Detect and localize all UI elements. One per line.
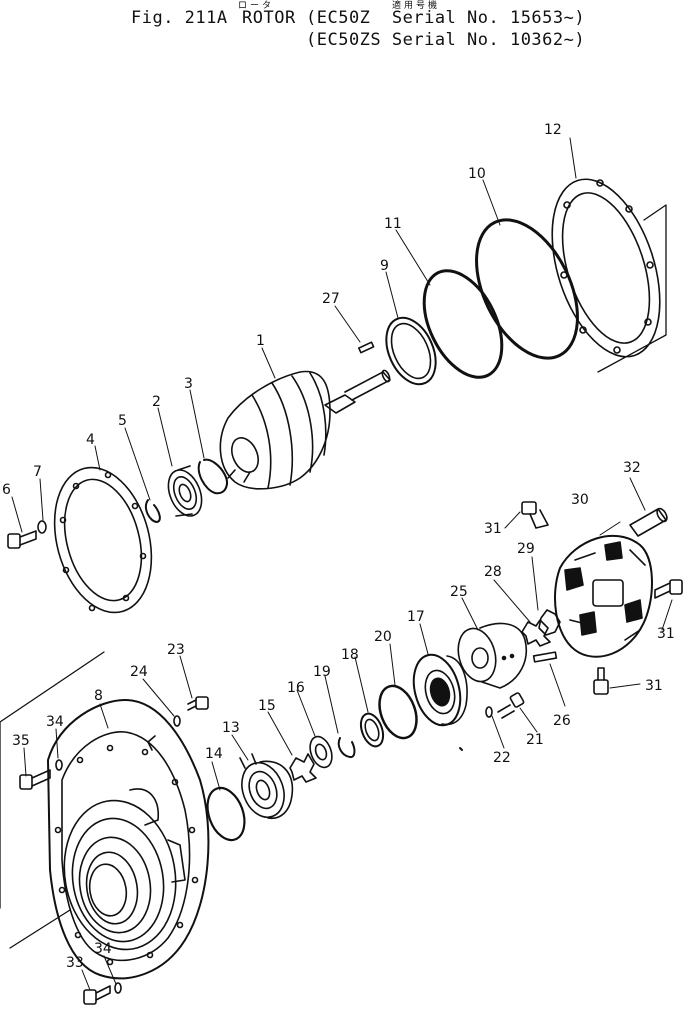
figure-label: Fig. 211A bbox=[131, 8, 228, 28]
callout-27: 27 bbox=[322, 291, 340, 307]
lock-washer-15 bbox=[289, 753, 317, 783]
bolt-35 bbox=[19, 769, 51, 790]
washer-22 bbox=[485, 706, 493, 718]
callout-7: 7 bbox=[33, 464, 42, 480]
callout-22: 22 bbox=[493, 750, 511, 766]
key-27 bbox=[358, 341, 375, 354]
washer-34-a bbox=[55, 759, 63, 771]
callout-28: 28 bbox=[484, 564, 502, 580]
dot-mark bbox=[459, 747, 463, 751]
callout-33: 33 bbox=[66, 955, 84, 971]
snap-ring-19 bbox=[337, 737, 356, 759]
callout-26: 26 bbox=[553, 713, 571, 729]
bolt-21 bbox=[497, 692, 525, 719]
bearing-13 bbox=[239, 753, 294, 820]
coupling-30 bbox=[554, 535, 653, 658]
bolt-31-c bbox=[593, 667, 609, 695]
callout-18: 18 bbox=[341, 647, 359, 663]
callout-31-c: 31 bbox=[645, 678, 663, 694]
snap-ring-5 bbox=[144, 499, 161, 523]
bolt-31-a bbox=[521, 501, 549, 529]
callout-3: 3 bbox=[184, 376, 193, 392]
callout-32: 32 bbox=[623, 460, 641, 476]
callout-17: 17 bbox=[407, 609, 425, 625]
callout-15: 15 bbox=[258, 698, 276, 714]
lock-washer-29 bbox=[538, 609, 561, 636]
callout-11: 11 bbox=[384, 216, 402, 232]
snap-ring-9 bbox=[385, 316, 437, 386]
callout-20: 20 bbox=[374, 629, 392, 645]
housing-bracket-upper bbox=[597, 204, 667, 373]
callout-35: 35 bbox=[12, 733, 30, 749]
callout-30: 30 bbox=[571, 492, 589, 508]
oring-14 bbox=[206, 786, 246, 842]
rotor-1 bbox=[219, 369, 391, 490]
callout-21: 21 bbox=[526, 732, 544, 748]
callout-34-b: 34 bbox=[94, 941, 112, 957]
spacer-25 bbox=[457, 622, 527, 689]
bolt-23 bbox=[187, 696, 209, 711]
callout-6: 6 bbox=[2, 482, 11, 498]
callout-13: 13 bbox=[222, 720, 240, 736]
snap-ring-3 bbox=[197, 458, 228, 495]
bolt-31-b bbox=[654, 579, 683, 599]
lock-washer-28 bbox=[521, 619, 551, 647]
bolt-33 bbox=[83, 985, 111, 1005]
callout-16: 16 bbox=[287, 680, 305, 696]
callout-12: 12 bbox=[544, 122, 562, 138]
retainer-17 bbox=[412, 653, 468, 727]
housing-bracket-lower-2 bbox=[9, 909, 71, 949]
bearing-18 bbox=[359, 712, 385, 748]
callout-25: 25 bbox=[450, 584, 468, 600]
bolt-6 bbox=[7, 530, 37, 549]
housing-bracket-lower bbox=[0, 651, 105, 909]
callout-31-a: 31 bbox=[484, 521, 502, 537]
washer-34-b bbox=[114, 982, 122, 994]
callout-19: 19 bbox=[313, 664, 331, 680]
figure-title: ROTOR bbox=[242, 8, 296, 28]
callout-8: 8 bbox=[94, 688, 103, 704]
callout-numbers: 1 2 3 4 5 6 7 8 9 10 11 12 13 14 15 16 1… bbox=[2, 122, 675, 971]
kana-title: ロータ bbox=[238, 1, 275, 11]
serial-line-2: (EC50ZS Serial No. 10362~) bbox=[306, 30, 586, 50]
gasket-4 bbox=[53, 466, 153, 614]
housing-8 bbox=[47, 699, 210, 980]
leader-lines bbox=[11, 137, 673, 991]
applicable-note: 適用号機 bbox=[392, 1, 441, 11]
callout-29: 29 bbox=[517, 541, 535, 557]
callout-31-b: 31 bbox=[657, 626, 675, 642]
oring-11 bbox=[422, 269, 504, 379]
callout-4: 4 bbox=[86, 432, 95, 448]
bearing-2 bbox=[167, 465, 203, 517]
serial-line-1: (EC50Z Serial No. 15653~) bbox=[306, 8, 586, 28]
callout-10: 10 bbox=[468, 166, 486, 182]
ring-16 bbox=[309, 735, 333, 769]
oring-20 bbox=[378, 684, 418, 740]
callout-5: 5 bbox=[118, 413, 127, 429]
setscrew-32 bbox=[629, 507, 668, 537]
callout-14: 14 bbox=[205, 746, 223, 762]
callout-23: 23 bbox=[167, 642, 185, 658]
callout-1: 1 bbox=[256, 333, 265, 349]
callout-24: 24 bbox=[130, 664, 148, 680]
washer-24 bbox=[173, 715, 181, 727]
callout-2: 2 bbox=[152, 394, 161, 410]
callout-34-a: 34 bbox=[46, 714, 64, 730]
oring-10 bbox=[475, 218, 579, 360]
washer-7 bbox=[37, 520, 47, 534]
pin-26 bbox=[532, 651, 558, 663]
callout-9: 9 bbox=[380, 258, 389, 274]
